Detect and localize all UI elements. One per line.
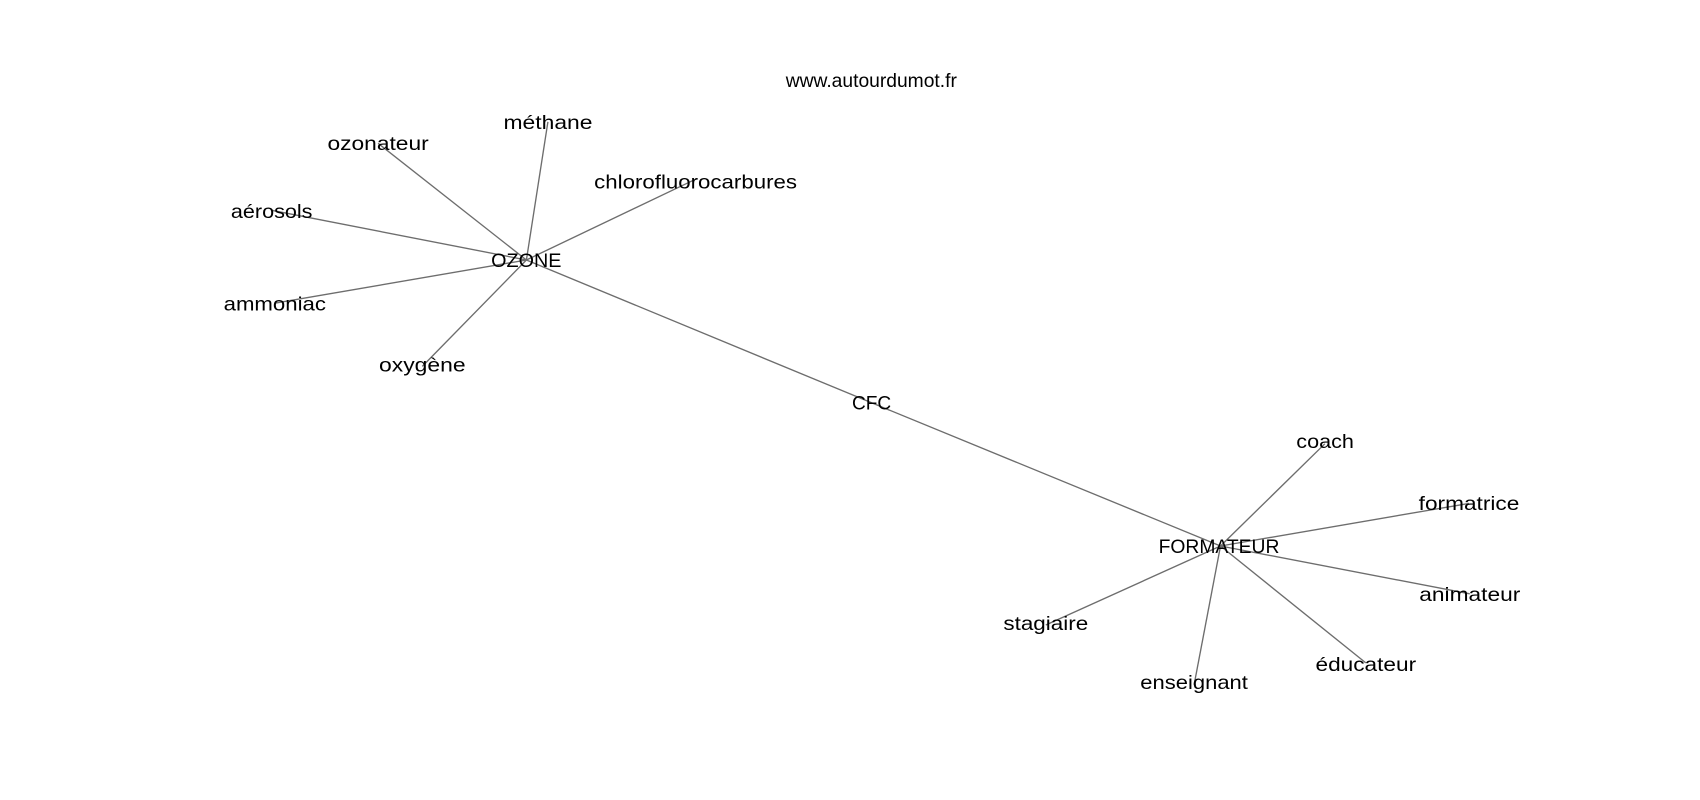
svg-text:aérosols: aérosols bbox=[231, 201, 313, 223]
svg-text:coach: coach bbox=[1296, 431, 1354, 453]
svg-text:FORMATEUR: FORMATEUR bbox=[1159, 536, 1280, 558]
svg-text:formatrice: formatrice bbox=[1419, 493, 1520, 515]
svg-text:OZONE: OZONE bbox=[491, 250, 561, 272]
svg-text:chlorofluorocarbures: chlorofluorocarbures bbox=[594, 172, 797, 194]
svg-text:CFC: CFC bbox=[852, 393, 891, 415]
svg-text:enseignant: enseignant bbox=[1140, 672, 1248, 694]
svg-text:oxygène: oxygène bbox=[379, 355, 466, 377]
svg-text:ammoniac: ammoniac bbox=[224, 294, 327, 316]
svg-text:animateur: animateur bbox=[1419, 584, 1521, 606]
svg-text:stagiaire: stagiaire bbox=[1003, 613, 1088, 635]
svg-text:éducateur: éducateur bbox=[1316, 654, 1417, 676]
svg-text:méthane: méthane bbox=[504, 112, 593, 134]
svg-text:ozonateur: ozonateur bbox=[328, 133, 430, 155]
svg-text:www.autourdumot.fr: www.autourdumot.fr bbox=[785, 70, 958, 92]
